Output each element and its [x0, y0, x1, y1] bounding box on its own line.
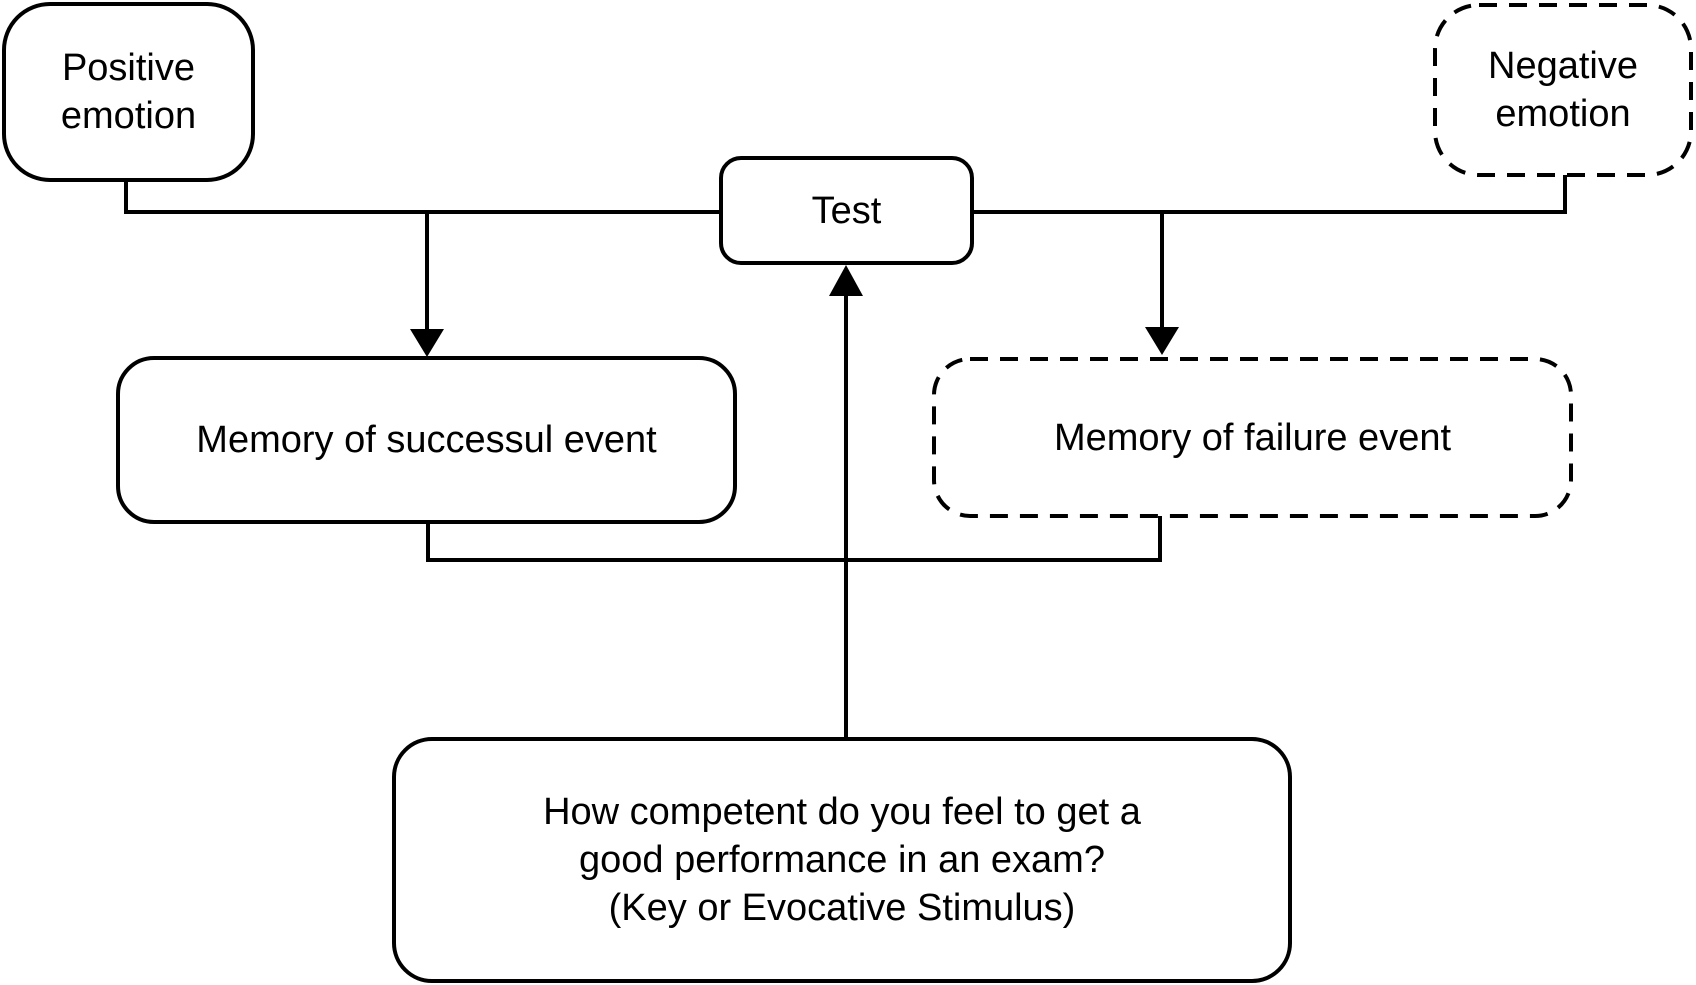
node-negative-emotion-label: Negative emotion [1488, 45, 1638, 135]
node-memory-failure-border [932, 357, 1573, 518]
node-test-label: Test [811, 189, 882, 232]
node-memory-failure-label: Memory of failure event [1053, 416, 1452, 459]
node-stimulus-label: How competent do you feel to get a good … [543, 791, 1141, 929]
node-negative-emotion-border [1433, 3, 1693, 177]
node-memory-success: Memory of successul event [116, 356, 737, 524]
node-negative-emotion: Negative emotion [1433, 3, 1693, 177]
node-stimulus: How competent do you feel to get a good … [392, 737, 1292, 983]
node-memory-success-label: Memory of successul event [196, 419, 657, 461]
node-memory-failure: Memory of failure event [932, 357, 1573, 518]
node-positive-emotion: Positive emotion [2, 2, 255, 182]
node-positive-emotion-label: Positive emotion [60, 47, 197, 137]
node-test: Test [719, 156, 974, 265]
arrowhead-test [829, 265, 863, 296]
arrowhead-memory-success [410, 329, 444, 357]
arrowhead-memory-failure [1145, 327, 1179, 355]
